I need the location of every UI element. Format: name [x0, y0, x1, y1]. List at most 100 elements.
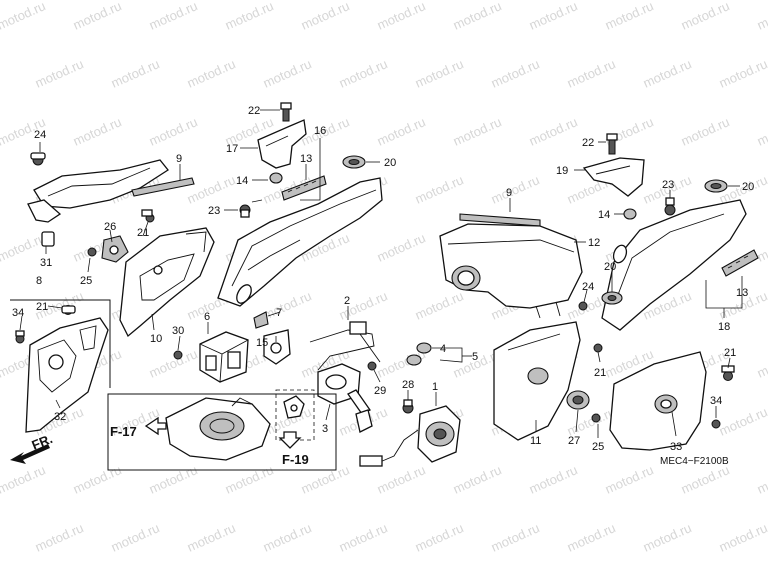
watermark-text: motod.ru [717, 56, 768, 91]
bolt-21-right-low [721, 365, 735, 381]
callout-26: 26 [104, 221, 116, 233]
callout-16: 16 [314, 125, 326, 137]
watermark-text: motod.ru [527, 0, 580, 33]
watermark-text: motod.ru [223, 462, 276, 497]
watermark-text: motod.ru [565, 56, 618, 91]
watermark-text: motod.ru [71, 462, 124, 497]
watermark-text: motod.ru [33, 56, 86, 91]
bolt-29 [367, 361, 377, 371]
watermark-text: motod.ru [413, 288, 466, 323]
bolt-30 [173, 350, 183, 360]
watermark-text: motod.ru [261, 288, 314, 323]
watermark-text: motod.ru [679, 462, 732, 497]
bolt-21-right-mid [593, 343, 603, 353]
watermark-text: motod.ru [337, 520, 390, 555]
inset-frame [107, 393, 337, 471]
callout-20: 20 [384, 157, 396, 169]
watermark-text: motod.ru [413, 56, 466, 91]
left-group-frame [10, 299, 111, 388]
callout-24: 24 [582, 281, 594, 293]
part-27-rubber [566, 390, 590, 410]
watermark-text: motod.ru [375, 114, 428, 149]
part-15-clamp [263, 329, 291, 365]
watermark-text: motod.ru [755, 462, 768, 497]
callout-21: 21 [724, 347, 736, 359]
inset-part-f17 [165, 397, 271, 461]
watermark-text: motod.ru [33, 520, 86, 555]
callout-32: 32 [54, 411, 66, 423]
part-16-left-middle-cowl [217, 177, 383, 307]
watermark-text: motod.ru [755, 346, 768, 381]
watermark-text: motod.ru [527, 114, 580, 149]
callout-25: 25 [592, 441, 604, 453]
watermark-text: motod.ru [337, 56, 390, 91]
part-33-right-side-cover [609, 351, 707, 451]
part-32-left-side-cover [25, 317, 109, 433]
bolt-34-right [711, 419, 721, 429]
inset-dashed-f19 [275, 389, 315, 441]
watermark-text: motod.ru [147, 0, 200, 33]
watermark-text: motod.ru [413, 520, 466, 555]
callout-31: 31 [40, 257, 52, 269]
watermark-text: motod.ru [527, 462, 580, 497]
watermark-text: motod.ru [147, 114, 200, 149]
callout-27: 27 [568, 435, 580, 447]
watermark-text: motod.ru [375, 462, 428, 497]
watermark-text: motod.ru [71, 0, 124, 33]
callout-9: 9 [506, 187, 512, 199]
callout-21: 21 [594, 367, 606, 379]
part-17-bracket [257, 119, 307, 169]
callout-13: 13 [736, 287, 748, 299]
watermark-text: motod.ru [147, 346, 200, 381]
part-1-key-cylinder [359, 405, 461, 467]
callout-25: 25 [80, 275, 92, 287]
bolt-28 [402, 399, 414, 414]
watermark-text: motod.ru [489, 520, 542, 555]
callout-22: 22 [582, 137, 594, 149]
callout-24: 24 [34, 129, 46, 141]
callout-8: 8 [36, 275, 42, 287]
watermark-text: motod.ru [185, 56, 238, 91]
part-11-lower-cover [493, 321, 581, 441]
bolt-23-center [239, 204, 251, 218]
part-18-right-middle-cowl [601, 199, 747, 331]
part-8-upper-cowl-bracket [27, 159, 169, 247]
callout-15: 15 [256, 337, 268, 349]
callout-5: 5 [472, 351, 478, 363]
bolt-25-right [591, 413, 601, 423]
emblem-13-right [721, 249, 759, 277]
callout-20: 20 [742, 181, 754, 193]
watermark-text: motod.ru [603, 462, 656, 497]
watermark-text: motod.ru [641, 520, 694, 555]
watermark-text: motod.ru [71, 114, 124, 149]
callout-28: 28 [402, 379, 414, 391]
part-4-washer [416, 342, 432, 354]
callout-7: 7 [276, 307, 282, 319]
callout-4: 4 [440, 343, 446, 355]
watermark-text: motod.ru [679, 0, 732, 33]
watermark-text: motod.ru [489, 56, 542, 91]
part-10-inner-panel [119, 227, 215, 338]
callout-2: 2 [344, 295, 350, 307]
strip-9-left [131, 177, 195, 197]
callout-10: 10 [150, 333, 162, 345]
bolt-21-left [61, 305, 76, 315]
callout-6: 6 [204, 311, 210, 323]
watermark-text: motod.ru [565, 520, 618, 555]
grommet-20-right-top [704, 179, 728, 193]
bolt-24-left [30, 152, 46, 166]
watermark-text: motod.ru [451, 462, 504, 497]
watermark-text: motod.ru [755, 0, 768, 33]
watermark-text: motod.ru [109, 56, 162, 91]
callout-19: 19 [556, 165, 568, 177]
watermark-text: motod.ru [451, 114, 504, 149]
bolt-25-left [87, 247, 97, 257]
part-2-wire-harness [309, 321, 381, 371]
bolt-21-upper [141, 209, 155, 223]
grommet-14-right [623, 208, 637, 220]
callout-34: 34 [12, 307, 24, 319]
watermark-text: motod.ru [755, 114, 768, 149]
watermark-text: motod.ru [299, 462, 352, 497]
leader-lines [19, 109, 743, 438]
